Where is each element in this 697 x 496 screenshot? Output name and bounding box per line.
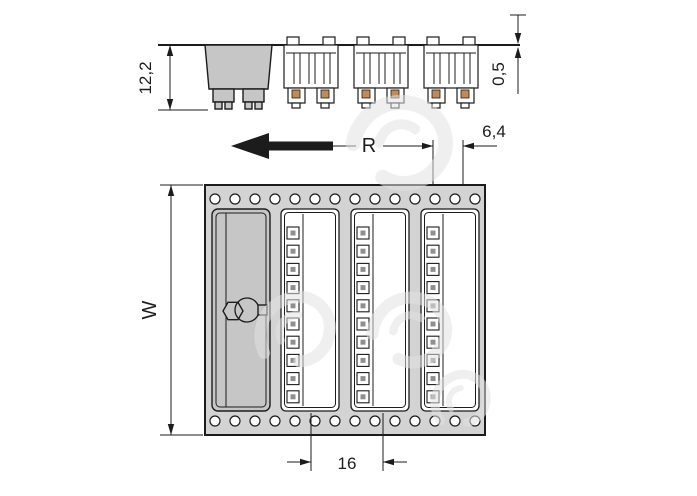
- direction-arrow: [231, 133, 333, 159]
- sprocket-hole: [449, 193, 461, 205]
- connector-foot: [212, 88, 235, 103]
- sprocket-hole: [329, 415, 341, 427]
- sprocket-hole: [229, 193, 241, 205]
- sprocket-hole: [369, 193, 381, 205]
- sprocket-hole: [409, 193, 421, 205]
- sprocket-hole: [309, 193, 321, 205]
- dimension-connector-height: 12,2: [136, 45, 208, 111]
- connector-side-view-gray: [204, 44, 273, 110]
- sprocket-hole: [269, 415, 281, 427]
- sprocket-hole: [369, 415, 381, 427]
- sprocket-hole: [349, 193, 361, 205]
- direction-label: R: [362, 135, 376, 157]
- sprocket-hole: [449, 415, 461, 427]
- dimension-label-height: 12,2: [136, 61, 155, 94]
- sprocket-hole: [469, 193, 481, 205]
- connector-foot: [242, 88, 265, 103]
- sprocket-hole: [389, 193, 401, 205]
- sprocket-hole: [209, 193, 221, 205]
- sprocket-hole: [269, 193, 281, 205]
- dimension-pocket-pitch: 16: [287, 413, 407, 473]
- connector-pocket-gray: [211, 208, 271, 412]
- foot-prong: [224, 101, 233, 110]
- arrowhead-left: [463, 142, 474, 150]
- latch-hexagon: [222, 301, 244, 321]
- sprocket-hole: [209, 415, 221, 427]
- dimension-label-width: W: [139, 300, 161, 319]
- arrowhead-right: [300, 458, 311, 466]
- arrowhead-up: [514, 47, 522, 58]
- side-elevation-view: [158, 36, 520, 110]
- sprocket-hole: [429, 193, 441, 205]
- sprocket-hole: [329, 193, 341, 205]
- arrowhead-down: [514, 33, 522, 44]
- dimension-tape-width: W: [139, 184, 203, 436]
- dimension-label-edge: 6,4: [482, 122, 506, 141]
- arrowhead-down: [167, 424, 175, 435]
- foot-prong: [214, 101, 223, 110]
- sprocket-hole: [309, 415, 321, 427]
- arrowhead-right: [422, 142, 433, 150]
- sprocket-hole: [249, 193, 261, 205]
- connector-side-view-2: [283, 36, 339, 109]
- arrowhead-up: [167, 185, 175, 196]
- dimension-label-pitch: 16: [338, 454, 357, 473]
- sprocket-hole: [289, 193, 301, 205]
- unreeling-direction: R: [231, 133, 433, 159]
- arrowhead-down: [166, 99, 174, 110]
- sprocket-hole: [389, 415, 401, 427]
- sprocket-hole: [349, 415, 361, 427]
- dimension-label-thickness: 0,5: [489, 62, 508, 86]
- sprocket-hole: [409, 415, 421, 427]
- connector-side-view-4: [423, 36, 479, 109]
- sprocket-hole: [229, 415, 241, 427]
- arrowhead-left: [383, 458, 394, 466]
- connector-body: [204, 44, 273, 90]
- foot-prong: [244, 101, 253, 110]
- arrowhead-up: [166, 45, 174, 56]
- dimension-strip-thickness: 0,5: [489, 14, 526, 94]
- sprocket-hole: [289, 415, 301, 427]
- foot-prong: [254, 101, 263, 110]
- sprocket-hole: [249, 415, 261, 427]
